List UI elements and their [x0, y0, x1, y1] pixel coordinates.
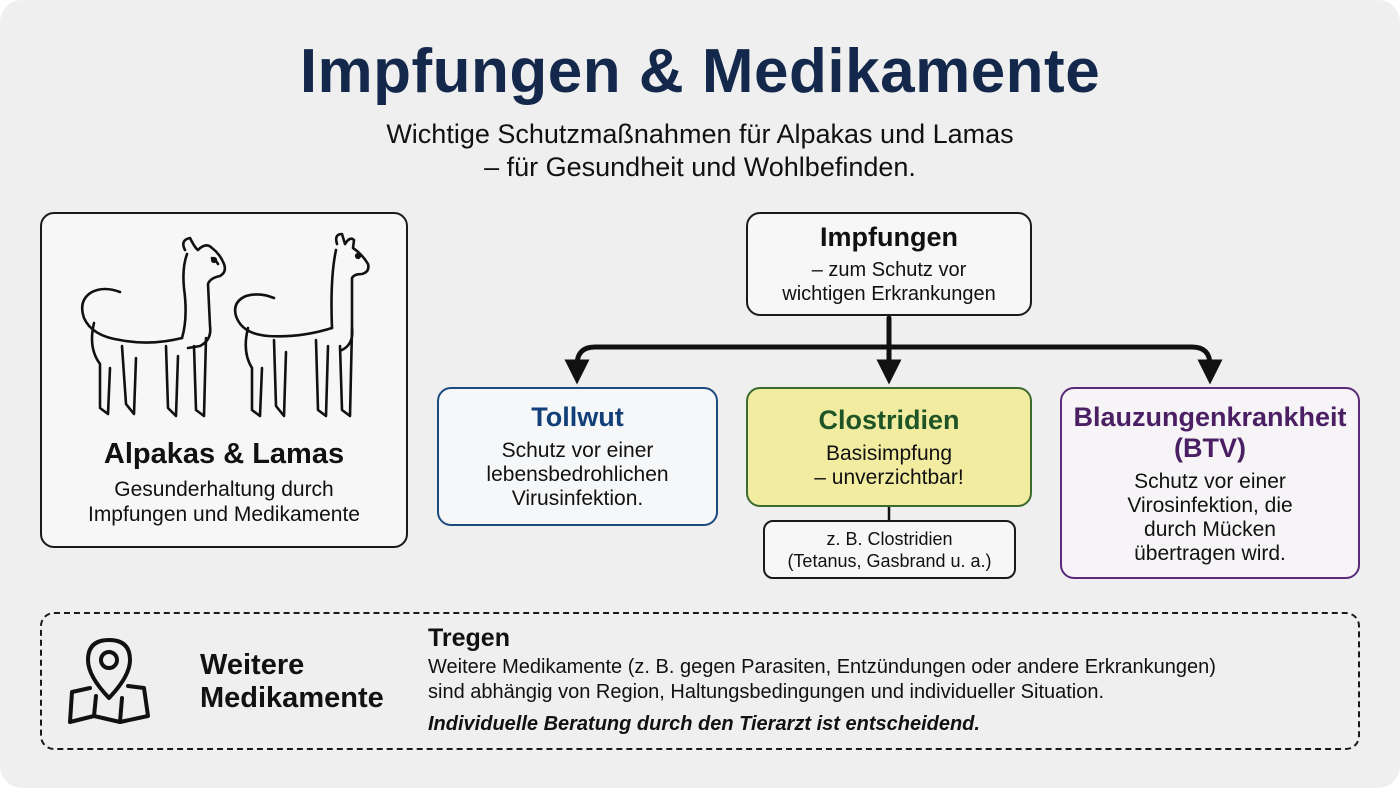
clostridien-note-text: z. B. Clostridien (Tetanus, Gasbrand u. …	[763, 528, 1016, 572]
vaccinations-desc-line: wichtigen Erkrankungen	[782, 283, 996, 305]
tollwut-description: Schutz vor einer lebensbedrohlichen Viru…	[437, 439, 718, 511]
medications-emphasis: Individuelle Beratung durch den Tierarzt…	[428, 713, 980, 735]
btv-title-line: (BTV)	[1174, 433, 1246, 463]
vaccinations-description: – zum Schutz vor wichtigen Erkrankungen	[746, 258, 1032, 306]
btv-card	[1060, 387, 1360, 579]
page-title: Impfungen & Medikamente	[299, 37, 1101, 106]
arrow-to-tollwut	[564, 344, 892, 385]
animals-description: Gesunderhaltung durch Impfungen und Medi…	[40, 477, 408, 527]
clostridien-note	[763, 520, 1016, 579]
clostridien-note-line: (Tetanus, Gasbrand u. a.)	[787, 551, 992, 571]
medications-text: Weitere Medikamente (z. B. gegen Parasit…	[428, 655, 1348, 705]
page-subtitle: Wichtige Schutzmaßnahmen für Alpakas und…	[0, 118, 1400, 184]
medications-heading: Tregen	[428, 624, 510, 652]
tollwut-desc-line: Virusinfektion.	[511, 487, 644, 510]
btv-description: Schutz vor einer Virosinfektion, die dur…	[1060, 470, 1360, 566]
medications-label-line: Medikamente	[200, 682, 384, 714]
tollwut-title: Tollwut	[531, 402, 624, 432]
medications-panel	[40, 612, 1360, 750]
animals-desc-line: Impfungen und Medikamente	[87, 503, 360, 526]
tollwut-desc-line: lebensbedrohlichen	[486, 463, 669, 486]
medications-text-line: sind abhängig von Region, Haltungsbeding…	[428, 681, 1105, 703]
btv-title-line: Blauzungenkrankheit	[1073, 402, 1347, 432]
map-location-icon	[68, 638, 150, 724]
medications-label: Weitere Medikamente	[200, 649, 420, 715]
clostridien-desc-line: Basisimpfung	[825, 442, 953, 465]
btv-title: Blauzungenkrankheit (BTV)	[1060, 402, 1360, 464]
vaccinations-node	[746, 212, 1032, 316]
btv-desc-line: Schutz vor einer	[1134, 470, 1286, 493]
medications-label-line: Weitere	[200, 649, 305, 681]
vaccinations-desc-line: – zum Schutz vor	[811, 259, 967, 281]
btv-desc-line: durch Mücken	[1144, 518, 1276, 541]
animals-title: Alpakas & Lamas	[103, 438, 345, 470]
tollwut-desc-line: Schutz vor einer	[501, 439, 654, 462]
animals-desc-line: Gesunderhaltung durch	[114, 478, 334, 501]
arrow-to-btv	[886, 344, 1223, 385]
clostridien-card	[746, 387, 1032, 507]
medications-text-line: Weitere Medikamente (z. B. gegen Parasit…	[428, 656, 1216, 678]
btv-desc-line: übertragen wird.	[1134, 542, 1286, 565]
clostridien-title: Clostridien	[818, 405, 960, 435]
subtitle-line: Wichtige Schutzmaßnahmen für Alpakas und…	[386, 119, 1014, 149]
clostridien-note-line: z. B. Clostridien	[826, 529, 953, 549]
clostridien-description: Basisimpfung – unverzichtbar!	[746, 442, 1032, 490]
clostridien-desc-line: – unverzichtbar!	[814, 466, 964, 489]
btv-desc-line: Virosinfektion, die	[1127, 494, 1293, 517]
subtitle-line: – für Gesundheit und Wohlbefinden.	[484, 152, 916, 182]
tollwut-card	[437, 387, 718, 526]
vaccinations-title: Impfungen	[820, 222, 958, 252]
alpaca-llama-icon	[80, 232, 370, 418]
